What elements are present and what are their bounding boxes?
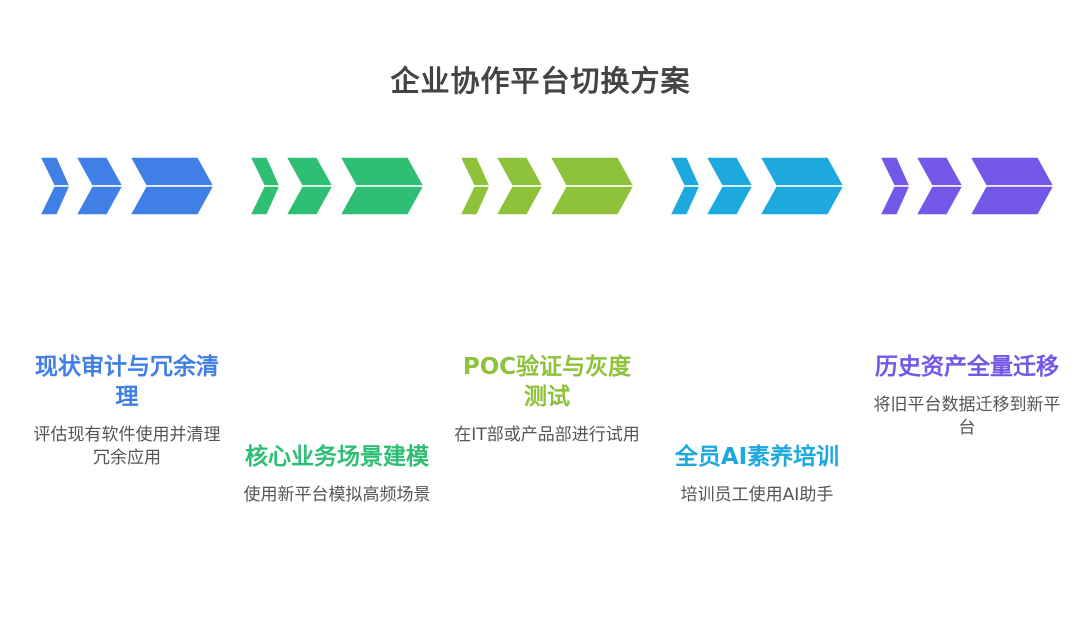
chevron-arrows-icon-stage-4 [668, 156, 846, 216]
diagram-title: 企业协作平台切换方案 [390, 64, 691, 98]
stage-title: 现状审计与冗余清理 [35, 354, 219, 410]
stage-3: POC验证与灰度测试 在IT部或产品部进行试用 [452, 352, 642, 447]
stage-description: 使用新平台模拟高频场景 [243, 485, 431, 505]
chevron-arrows-icon-stage-3 [458, 156, 636, 216]
stage-5: 历史资产全量迁移 将旧平台数据迁移到新平台 [872, 352, 1062, 440]
chevron-arrows-icon-stage-2 [248, 156, 426, 216]
stage-description: 将旧平台数据迁移到新平台 [873, 395, 1061, 438]
stage-1: 现状审计与冗余清理 评估现有软件使用并清理冗余应用 [32, 352, 222, 470]
stage-title: 历史资产全量迁移 [875, 354, 1059, 380]
chevron-arrows-icon-stage-5 [878, 156, 1056, 216]
chevron-arrows-icon-stage-1 [38, 156, 216, 216]
stage-description: 评估现有软件使用并清理冗余应用 [33, 425, 221, 468]
stage-2: 核心业务场景建模 使用新平台模拟高频场景 [242, 442, 432, 507]
stage-description: 培训员工使用AI助手 [680, 485, 834, 505]
stage-title: 核心业务场景建模 [245, 444, 429, 470]
stage-title: 全员AI素养培训 [674, 444, 840, 470]
stage-4: 全员AI素养培训 培训员工使用AI助手 [662, 442, 852, 507]
stage-title: POC验证与灰度测试 [462, 354, 632, 410]
stage-description: 在IT部或产品部进行试用 [454, 425, 640, 445]
